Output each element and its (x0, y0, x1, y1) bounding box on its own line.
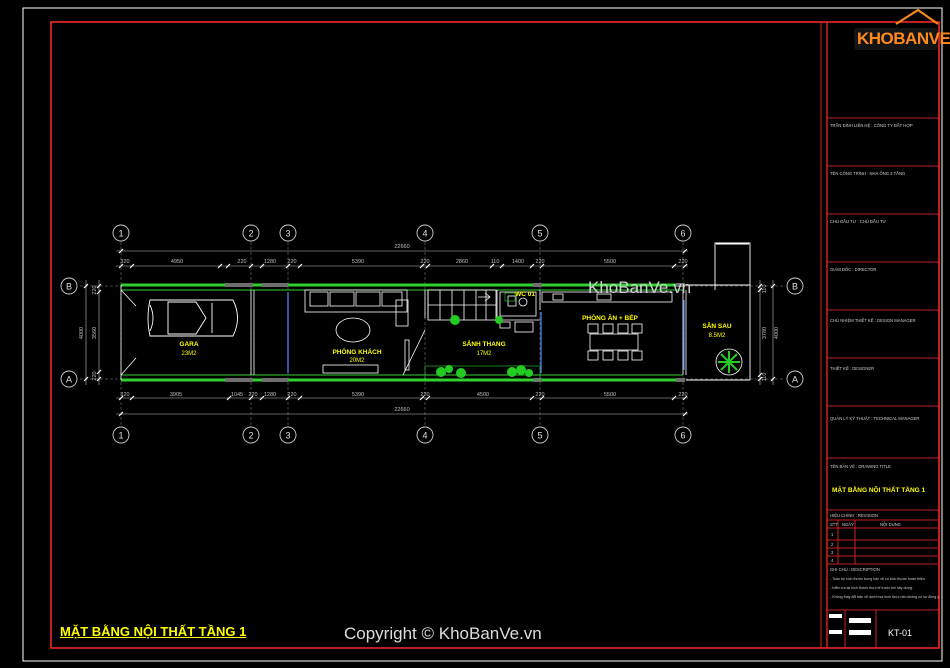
tb-note-2: - Kiểm tra lại kích thước thực tế trước … (830, 586, 913, 590)
room-hall-label: SẢNH THANG (462, 339, 505, 348)
dim-top-seg: 220 (287, 259, 296, 265)
room-yard-label: SÂN SAU (702, 321, 732, 330)
grid-label-6b: 6 (680, 431, 685, 441)
tb-notes-label: GHI CHÚ : DESCRIPTION (830, 567, 880, 572)
grid-label-1: 1 (118, 229, 123, 239)
dim-top-seg: 220 (535, 259, 544, 265)
plant-icon (436, 315, 533, 378)
dim-bottom-seg: 220 (287, 392, 296, 398)
grid-label-4: 4 (422, 229, 427, 239)
grid-label-3b: 3 (285, 431, 290, 441)
dim-top-seg: 5390 (352, 259, 364, 265)
logo-house-icon (854, 8, 939, 50)
dim-bottom-seg: 220 (535, 392, 544, 398)
floor-plan: 22660 320 4950 220 1280 220 5390 220 286… (60, 224, 804, 444)
tb-rev-row-2: 2 (831, 542, 834, 547)
dim-bottom-seg: 4500 (477, 392, 489, 398)
room-wc-label: WC 01 (515, 291, 535, 298)
watermark: KhoBanVe.vn (588, 278, 692, 297)
room-gara-label: GARA (179, 341, 198, 348)
tb-note-3: - Không thay đổi bản vẽ dưới mọi hình th… (830, 595, 940, 599)
grid-label-2b: 2 (248, 431, 253, 441)
tb-technical-manager: QUẢN LÝ KỸ THUẬT : TECHNICAL MANAGER (830, 416, 919, 421)
room-living-area: 20M2 (349, 358, 365, 364)
tb-drawing-title: MẶT BẰNG NỘI THẤT TẦNG 1 (832, 484, 926, 494)
dim-top-seg: 5500 (604, 259, 616, 265)
dim-left-seg: 220 (92, 285, 98, 294)
grid-label-5: 5 (537, 229, 542, 239)
tb-rev-header-2: NGÀY (842, 522, 854, 527)
dim-left-seg: 220 (92, 371, 98, 380)
grid-label-A-left: A (66, 375, 72, 385)
grid-label-B-right: B (792, 282, 798, 292)
dim-top-seg: 220 (237, 259, 246, 265)
dim-bottom-total: 22660 (394, 407, 409, 413)
outer-border (22, 7, 943, 662)
dim-bottom-seg: 220 (678, 392, 687, 398)
tree-icon (715, 348, 743, 376)
dim-top-seg: 220 (678, 259, 687, 265)
dim-left-seg: 3560 (92, 327, 98, 339)
grid-label-A-right: A (792, 375, 798, 385)
tb-designer: THIẾT KẾ : DESIGNER (830, 366, 874, 371)
tb-revision-label: HIỆU CHỈNH : REVISION (830, 513, 878, 518)
tb-project: TÊN CÔNG TRÌNH : NHÀ ỐNG 3 TẦNG (830, 171, 905, 176)
dim-top-seg: 2860 (456, 259, 468, 265)
dim-right-seg: 110 (762, 285, 768, 294)
dim-top-seg: 1400 (512, 259, 524, 265)
drawing-title: MẶT BẰNG NỘI THẤT TẦNG 1 (60, 624, 247, 639)
dim-bottom-seg: 220 (420, 392, 429, 398)
tb-drawing-title-label: TÊN BẢN VẼ : DRAWING TITLE (830, 464, 891, 469)
grid-label-5b: 5 (537, 431, 542, 441)
dim-right-total: 4000 (774, 327, 780, 339)
grid-label-6: 6 (680, 229, 685, 239)
brand-logo: KHOBANVE (857, 29, 950, 48)
tb-owner: CHỦ ĐẦU TƯ : CHỦ ĐẦU TƯ (830, 219, 887, 224)
dim-bottom-seg: 5500 (604, 392, 616, 398)
dim-bottom-seg: 1280 (264, 392, 276, 398)
dim-top-seg: 4950 (171, 259, 183, 265)
title-block (827, 117, 939, 648)
grid-label-2: 2 (248, 229, 253, 239)
dim-top-total: 22660 (394, 244, 409, 250)
room-yard-area: 8.5M2 (709, 333, 726, 339)
dim-bottom-seg: 320 (120, 392, 129, 398)
grid-label-4b: 4 (422, 431, 427, 441)
room-living-label: PHÒNG KHÁCH (332, 347, 381, 356)
dim-top-seg: 110 (491, 259, 500, 265)
copyright-text: Copyright © KhoBanVe.vn (344, 624, 542, 643)
dim-top-seg: 220 (420, 259, 429, 265)
dim-bottom-seg: 5390 (352, 392, 364, 398)
tb-director: GIÁM ĐỐC : DIRECTOR (830, 267, 876, 272)
room-kitchen-label: PHÒNG ĂN + BẾP (582, 312, 638, 322)
dim-bottom-seg: 3905 (170, 392, 182, 398)
tb-rev-row-1: 1 (831, 532, 834, 537)
grid-label-1b: 1 (118, 431, 123, 441)
dim-left-total: 4000 (79, 327, 85, 339)
tb-rev-row-3: 3 (831, 550, 834, 555)
tb-rev-row-4: 4 (831, 558, 834, 563)
room-gara-area: 23M2 (181, 351, 197, 357)
tb-sheet-number: KT-01 (888, 628, 912, 638)
dim-top-seg: 320 (120, 259, 129, 265)
tb-note-1: - Toàn bộ kích thước trong bản vẽ có kíc… (830, 577, 926, 581)
dim-right-seg: 110 (762, 373, 768, 382)
inner-border (50, 21, 940, 649)
dim-bottom-seg: 220 (248, 392, 257, 398)
grid-label-3: 3 (285, 229, 290, 239)
dim-right-seg: 3780 (762, 327, 768, 339)
tb-rev-header-1: STT (830, 522, 838, 527)
tb-contact: TRẦN ĐÌNH LIÊN HỆ : CÔNG TY ĐẤT HỢP (830, 123, 913, 128)
dim-bottom-seg: 1045 (231, 392, 243, 398)
dim-top-seg: 1280 (264, 259, 276, 265)
room-hall-area: 17M2 (476, 351, 492, 357)
tb-design-manager: CHỦ NHIỆM THIẾT KẾ : DESIGN MANAGER (830, 318, 915, 323)
tb-rev-header-3: NỘI DUNG (880, 522, 901, 527)
grid-label-B-left: B (66, 282, 72, 292)
